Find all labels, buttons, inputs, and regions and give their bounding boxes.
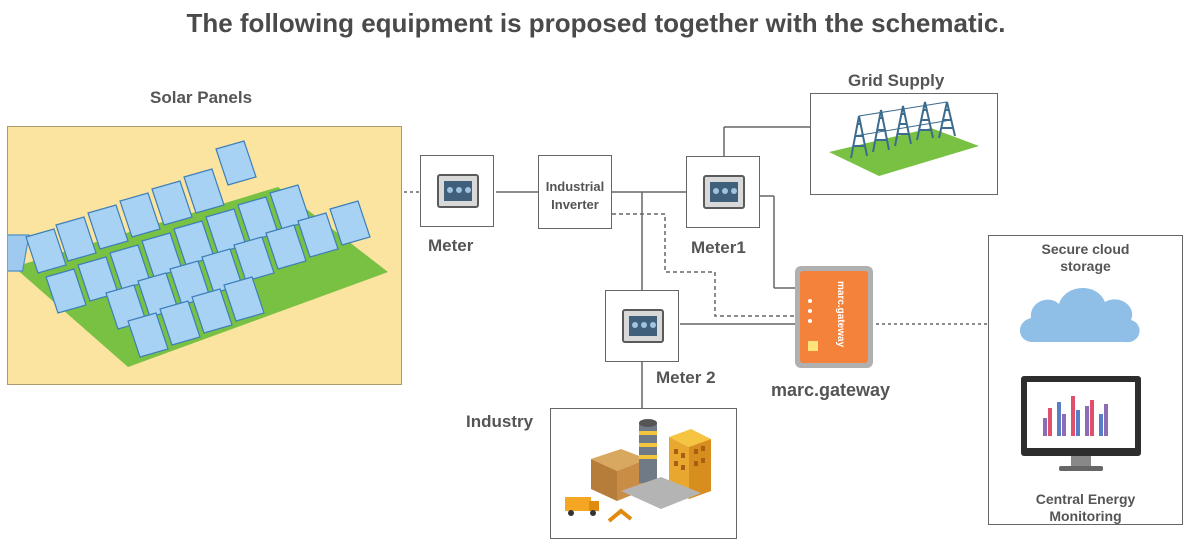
meter2-label: Meter 2 [656, 368, 716, 387]
meter-device-icon [437, 174, 479, 208]
solar-panel-icon [0, 140, 388, 367]
monitor-icon [1021, 376, 1141, 471]
meter-box [420, 155, 494, 227]
meter-device-icon [622, 309, 664, 343]
cloud-icon [1019, 287, 1140, 343]
grid-supply-box [810, 93, 998, 195]
grid-supply-label: Grid Supply [848, 71, 945, 90]
cloud-monitoring-box: Secure cloud storage Central Energy Moni… [988, 235, 1183, 525]
inverter-label-line2: Inverter [551, 197, 599, 212]
meter1-label: Meter1 [691, 238, 746, 257]
monitoring-label-line1: Central Energy [1035, 491, 1136, 507]
page-title: The following equipment is proposed toge… [186, 8, 1006, 38]
meter-label: Meter [428, 236, 474, 255]
gateway-label: marc.gateway [771, 380, 891, 400]
monitoring-label-line2: Monitoring [1049, 508, 1122, 524]
cloud-label-line2: storage [1060, 258, 1111, 274]
gateway-device-text: marc.gateway [835, 281, 846, 348]
industry-label: Industry [466, 412, 534, 431]
industrial-inverter-box: Industrial Inverter [538, 155, 612, 229]
factory-icon [565, 419, 711, 523]
meter1-box [686, 156, 760, 228]
solar-panels-label: Solar Panels [150, 88, 253, 107]
industry-box [550, 408, 737, 539]
cloud-label-line1: Secure cloud [1041, 241, 1130, 257]
meter2-box [605, 290, 679, 362]
pylon-icon [829, 101, 979, 176]
meter-device-icon [703, 175, 745, 209]
gateway-device-icon: marc.gateway [795, 266, 873, 368]
inverter-label-line1: Industrial [545, 179, 605, 194]
solar-panels-image [0, 126, 402, 385]
